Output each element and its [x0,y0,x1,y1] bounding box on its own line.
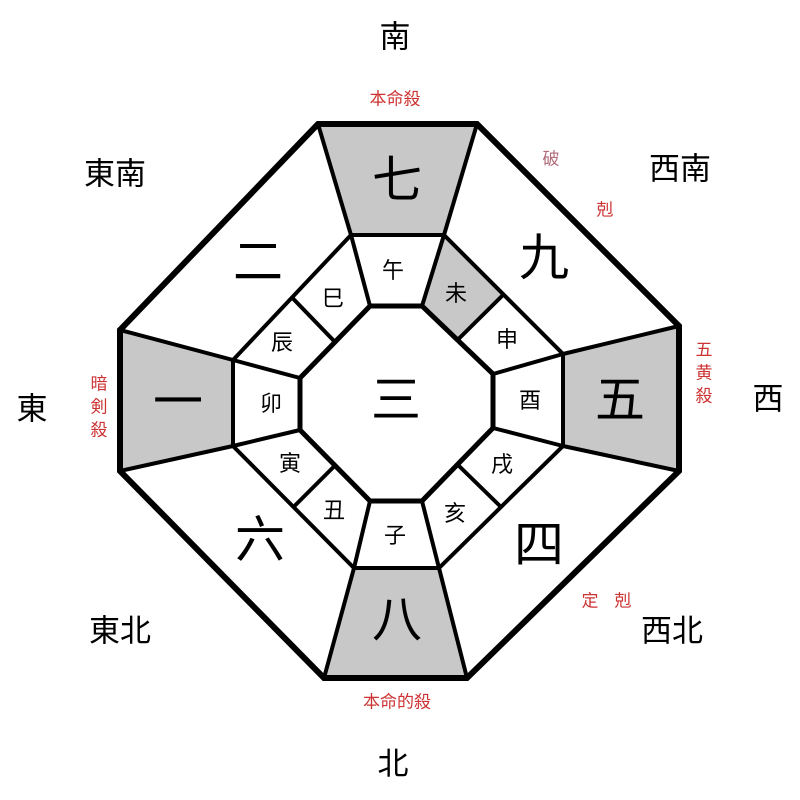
star-center: 三 [371,371,421,429]
direction-south: 南 [379,19,411,56]
annotation-koku-nw: 剋 [614,591,632,612]
direction-west: 西 [752,381,784,418]
direction-northeast: 東北 [89,613,151,650]
zodiac-mi: 巳 [321,287,345,312]
star-south: 七 [372,151,422,209]
direction-northwest: 西北 [641,613,703,650]
zodiac-i: 亥 [443,502,467,527]
inner-spoke [232,358,301,380]
sector-south-highlight [318,124,477,235]
star-northwest: 四 [514,516,564,574]
inner-octagon [297,303,496,504]
star-southeast: 二 [233,233,283,291]
zodiac-divider [456,293,505,342]
outer-spoke [119,444,234,473]
direction-southeast: 東南 [84,156,146,193]
annotation-koku-sw: 剋 [596,200,614,221]
sector-west-highlight [563,326,679,471]
outer-spoke [442,123,479,236]
zodiac-divider [290,296,337,344]
star-northeast: 六 [235,511,285,569]
outer-spoke [119,328,234,362]
outer-spoke [322,567,356,679]
zodiac-divider [292,464,337,509]
outer-spoke [562,324,680,356]
direction-north: 北 [377,746,409,783]
zodiac-ushi: 丑 [322,499,346,524]
annotation-gooosatsu: 五黄殺 [691,340,712,410]
middle-octagon [231,233,565,570]
zodiac-saru: 申 [495,328,519,353]
annotation-ankensatsu: 暗剣殺 [86,374,107,444]
annotation-ha: 破 [542,149,560,170]
star-north: 八 [372,591,422,649]
zodiac-tora: 寅 [278,452,302,477]
zodiac-u: 卯 [259,392,283,417]
zodiac-hitsuji: 未 [444,282,468,307]
outer-octagon [117,121,682,681]
zodiac-tatsu: 辰 [270,331,294,356]
outer-spoke [437,567,469,679]
zodiac-ne: 子 [383,524,407,549]
zodiac-uma: 午 [381,259,405,284]
inner-spoke [420,234,446,307]
annotation-honmeitekisatsu: 本命的殺 [363,692,431,713]
outer-octagon-fill [120,124,679,678]
outer-spoke [316,123,353,236]
sector-east-highlight [120,330,233,471]
zodiac-divider [456,463,503,509]
star-southwest: 九 [519,229,569,287]
annotation-tei: 定 [581,591,599,612]
zodiac-inu: 戌 [490,453,514,478]
star-east: 一 [153,373,203,431]
outer-spoke [562,444,680,473]
inner-spoke [492,426,564,448]
direction-southwest: 西南 [649,151,711,188]
inner-spoke [492,352,564,376]
sector-north-highlight [324,568,467,678]
inner-spoke [352,500,372,569]
star-west: 五 [595,371,645,429]
zodiac-tori: 酉 [518,389,542,414]
inner-spoke [232,428,301,448]
direction-east: 東 [16,391,48,428]
inner-spoke [349,234,372,307]
annotation-honmeisatsu: 本命殺 [369,89,421,110]
inner-spoke [420,500,441,569]
